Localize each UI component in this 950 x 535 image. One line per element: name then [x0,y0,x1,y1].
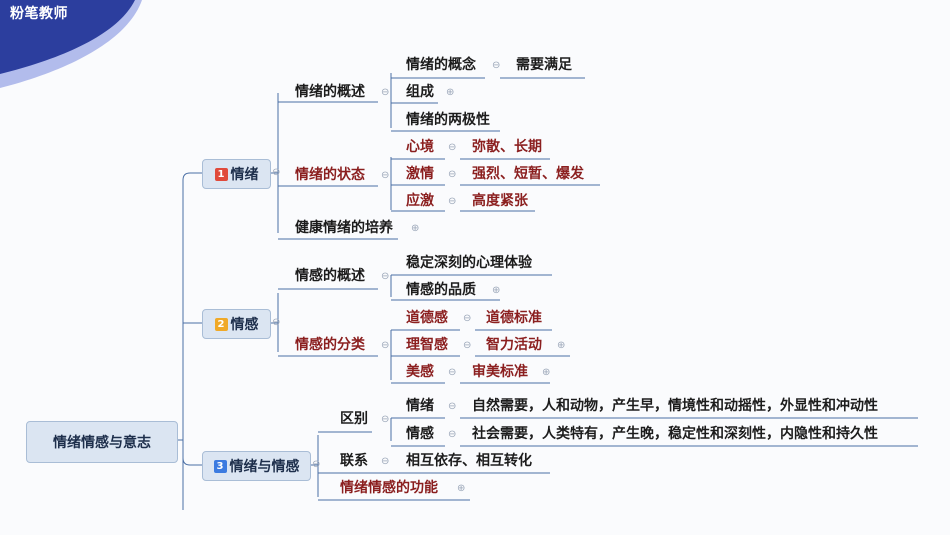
collapse-toggle-icon[interactable]: ⊖ [381,456,390,467]
expand-toggle-icon[interactable]: ⊕ [446,87,455,98]
node-feeling-quality[interactable]: 情感的品质 [406,282,476,298]
section-node-emotion-and-feeling[interactable]: 3 情绪与情感 [202,451,311,481]
expand-toggle-icon[interactable]: ⊕ [411,223,420,234]
node-moral-standard[interactable]: 道德标准 [486,310,542,326]
node-stress[interactable]: 应激 [406,193,434,209]
collapse-toggle-icon[interactable]: ⊖ [272,317,281,328]
root-node[interactable]: 情绪情感与意志 [26,421,178,463]
collapse-toggle-icon[interactable]: ⊖ [381,170,390,181]
node-feeling-classification[interactable]: 情感的分类 [295,337,365,353]
node-passion[interactable]: 激情 [406,166,434,182]
collapse-toggle-icon[interactable]: ⊖ [312,459,321,470]
node-stable-experience[interactable]: 稳定深刻的心理体验 [406,255,532,271]
node-passion-value[interactable]: 强烈、短暂、爆发 [472,166,584,182]
expand-toggle-icon[interactable]: ⊕ [542,367,551,378]
node-feeling-overview[interactable]: 情感的概述 [295,268,365,284]
collapse-toggle-icon[interactable]: ⊖ [463,313,472,324]
node-mood-value[interactable]: 弥散、长期 [472,139,542,155]
node-emotion-state[interactable]: 情绪的状态 [295,167,365,183]
node-aesthetic-feeling[interactable]: 美感 [406,364,434,380]
node-aesthetic-standard[interactable]: 审美标准 [472,364,528,380]
section-label: 情感 [230,317,259,333]
node-diff-feeling[interactable]: 情感 [406,426,434,442]
node-need-satisfaction[interactable]: 需要满足 [516,57,572,73]
collapse-toggle-icon[interactable]: ⊖ [492,60,501,71]
collapse-toggle-icon[interactable]: ⊖ [448,196,457,207]
expand-toggle-icon[interactable]: ⊕ [557,340,566,351]
node-emotion-concept[interactable]: 情绪的概念 [406,57,476,73]
node-mood[interactable]: 心境 [406,139,434,155]
node-moral-feeling[interactable]: 道德感 [406,310,448,326]
node-diff-feeling-traits[interactable]: 社会需要，人类特有，产生晚，稳定性和深刻性，内隐性和持久性 [472,426,878,442]
collapse-toggle-icon[interactable]: ⊖ [448,142,457,153]
node-connection[interactable]: 联系 [340,453,368,469]
node-emotion-overview[interactable]: 情绪的概述 [295,84,365,100]
collapse-toggle-icon[interactable]: ⊖ [448,169,457,180]
brand-name: 粉笔教师 [10,6,68,22]
expand-toggle-icon[interactable]: ⊕ [457,483,466,494]
section-label: 情绪 [230,167,259,183]
node-connection-value[interactable]: 相互依存、相互转化 [406,453,532,469]
collapse-toggle-icon[interactable]: ⊖ [448,401,457,412]
collapse-toggle-icon[interactable]: ⊖ [463,340,472,351]
node-diff-emotion[interactable]: 情绪 [406,398,434,414]
collapse-toggle-icon[interactable]: ⊖ [381,414,390,425]
section-badge: 3 [213,459,227,473]
root-label: 情绪情感与意志 [53,435,151,451]
node-stress-value[interactable]: 高度紧张 [472,193,528,209]
section-node-emotion[interactable]: 1 情绪 [202,159,271,189]
section-badge: 1 [214,167,228,181]
node-bipolarity[interactable]: 情绪的两极性 [406,112,490,128]
section-badge: 2 [214,317,228,331]
collapse-toggle-icon[interactable]: ⊖ [272,167,281,178]
collapse-toggle-icon[interactable]: ⊖ [448,429,457,440]
node-composition[interactable]: 组成 [406,84,434,100]
node-rational-feeling[interactable]: 理智感 [406,337,448,353]
node-intellectual-activity[interactable]: 智力活动 [486,337,542,353]
collapse-toggle-icon[interactable]: ⊖ [448,367,457,378]
node-healthy-emotion[interactable]: 健康情绪的培养 [295,220,393,236]
section-label: 情绪与情感 [229,459,300,475]
node-emotion-function[interactable]: 情绪情感的功能 [340,480,438,496]
collapse-toggle-icon[interactable]: ⊖ [381,340,390,351]
node-diff-emotion-traits[interactable]: 自然需要，人和动物，产生早，情境性和动摇性，外显性和冲动性 [472,398,878,414]
collapse-toggle-icon[interactable]: ⊖ [381,87,390,98]
brand-logo-area: 粉笔教师 [0,0,150,88]
node-difference[interactable]: 区别 [340,411,368,427]
collapse-toggle-icon[interactable]: ⊖ [381,271,390,282]
section-node-feeling[interactable]: 2 情感 [202,309,271,339]
expand-toggle-icon[interactable]: ⊕ [492,285,501,296]
logo-wave-shape [0,0,142,88]
